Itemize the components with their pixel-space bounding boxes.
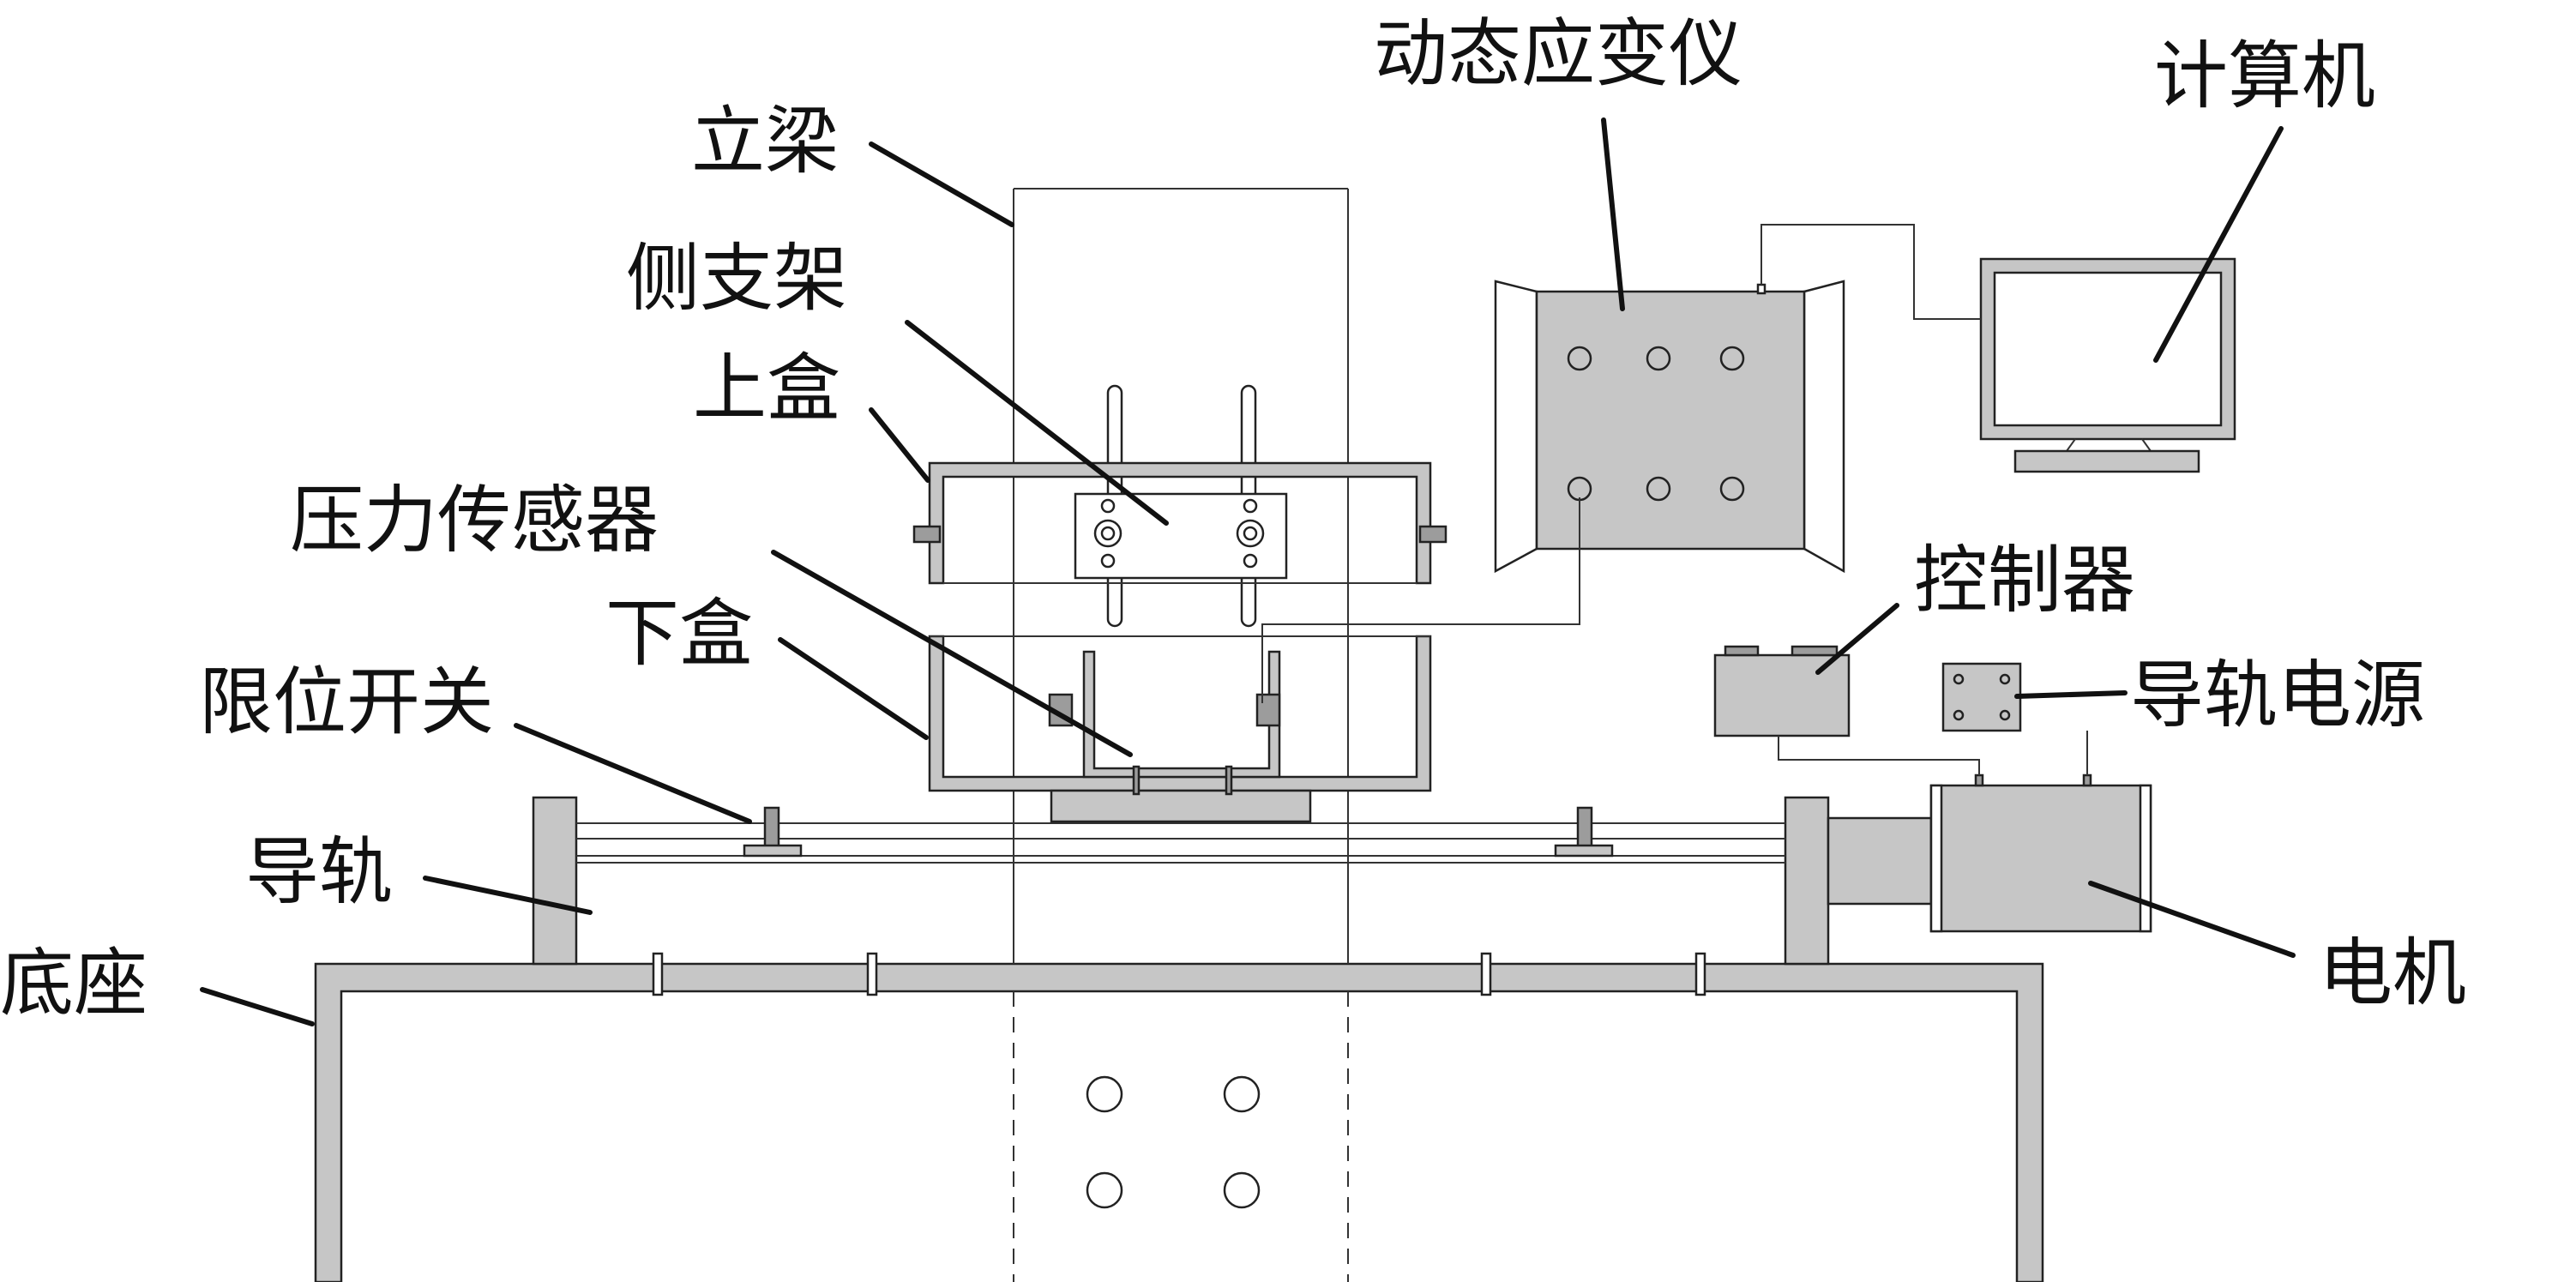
label-pressure-sensor: 压力传感器 <box>290 478 659 563</box>
label-upper-box: 上盒 <box>693 346 840 431</box>
column <box>1013 188 1349 1282</box>
label-rail-power: 导轨电源 <box>2130 653 2425 738</box>
computer <box>1979 257 2236 473</box>
label-column: 立梁 <box>691 99 839 184</box>
label-controller: 控制器 <box>1914 538 2135 623</box>
label-motor: 电机 <box>2319 930 2466 1016</box>
leader-pressure-sensor <box>771 550 1133 757</box>
leader-guide-rail <box>423 876 593 915</box>
leader-strain-meter <box>1601 117 1625 311</box>
leader-limit-switch <box>514 723 752 824</box>
controller <box>1713 645 1851 737</box>
limit-switch-right <box>1554 806 1614 858</box>
label-side-bracket: 侧支架 <box>626 236 847 322</box>
leader-lower-box <box>778 637 929 740</box>
label-strain-meter: 动态应变仪 <box>1374 11 1742 97</box>
leader-motor <box>2088 881 2296 958</box>
leader-upper-box <box>869 407 930 483</box>
label-guide-rail: 导轨 <box>245 829 393 915</box>
leader-base <box>200 987 315 1026</box>
label-lower-box: 下盒 <box>605 591 753 677</box>
side-bracket <box>1074 492 1288 580</box>
leader-side-bracket <box>905 320 1169 526</box>
lower-box <box>928 635 1432 823</box>
label-limit-switch: 限位开关 <box>199 659 494 745</box>
leader-computer <box>2153 126 2284 363</box>
leader-controller <box>1815 603 1899 675</box>
label-computer: 计算机 <box>2154 33 2375 119</box>
label-base: 底座 <box>0 941 147 1026</box>
strain-meter <box>1494 280 1845 574</box>
limit-switch-left <box>743 806 803 858</box>
leader-column <box>869 141 1014 227</box>
base <box>314 952 2044 1282</box>
rail-power <box>1941 662 2022 732</box>
wiring <box>1261 224 2088 775</box>
leader-rail-power <box>2014 690 2128 699</box>
upper-box <box>912 461 1447 585</box>
motor <box>1827 773 2152 933</box>
